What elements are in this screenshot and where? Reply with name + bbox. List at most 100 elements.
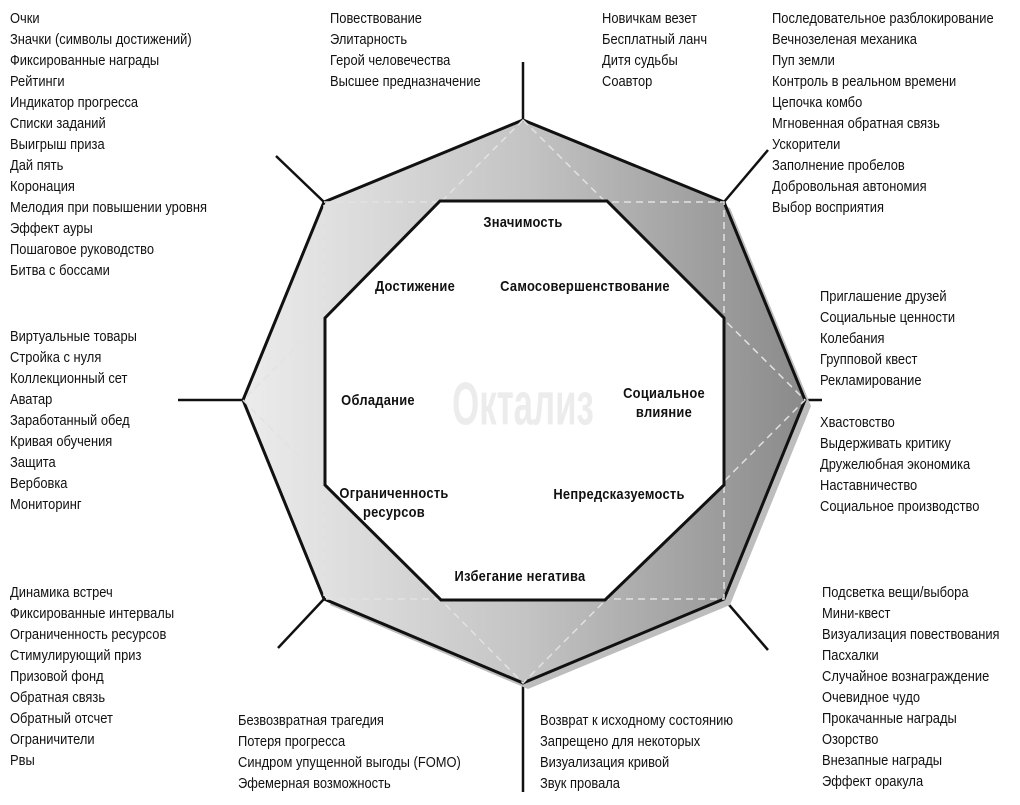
- list-item: Битва с боссами: [10, 262, 110, 279]
- list-item: Групповой квест: [820, 351, 918, 368]
- list-item: Выигрыш приза: [10, 136, 105, 153]
- spokes: [178, 62, 822, 792]
- list-item: Приглашение друзей: [820, 288, 947, 305]
- list-item: Ограничители: [10, 731, 95, 748]
- list-item: Очевидное чудо: [822, 689, 921, 706]
- list-item: Эфемерная возможность: [238, 775, 391, 792]
- drive-scarcity-line1: Ограниченность: [339, 485, 449, 502]
- list-item: Случайное вознаграждение: [822, 668, 990, 685]
- list-item: Рейтинги: [10, 73, 65, 90]
- list-item: Выдерживать критику: [820, 435, 951, 452]
- list-item: Стимулирующий приз: [10, 647, 142, 664]
- list-item: Списки заданий: [10, 115, 106, 132]
- list-item: Коллекционный сет: [10, 370, 128, 387]
- list-item: Выбор восприятия: [772, 199, 884, 216]
- drive-empowerment: Самосовершенствование: [500, 278, 670, 295]
- list-item: Динамика встреч: [10, 584, 113, 601]
- list-item: Колебания: [820, 330, 885, 347]
- list-item: Коронация: [10, 178, 75, 195]
- list-item: Пасхалки: [822, 647, 879, 664]
- list-item: Подсветка вещи/выбора: [822, 584, 969, 601]
- list-item: Соавтор: [602, 73, 653, 90]
- inner-octagon: [323, 199, 726, 602]
- list-item: Последовательное разблокирование: [772, 10, 994, 27]
- list-item: Высшее предназначение: [330, 73, 481, 90]
- drive-social-line2: влияние: [635, 404, 693, 421]
- list-item: Возврат к исходному состоянию: [540, 712, 734, 729]
- list-item: Призовой фонд: [10, 668, 104, 685]
- drive-social-influence: Социальное влияние: [623, 384, 705, 422]
- list-item: Очки: [10, 10, 40, 27]
- list-item: Бесплатный ланч: [602, 31, 708, 48]
- list-item: Дай пять: [10, 157, 64, 174]
- list-item: Заработанный обед: [10, 412, 130, 429]
- list-item: Дружелюбная экономика: [820, 456, 971, 473]
- list-item: Виртуальные товары: [10, 328, 137, 345]
- list-item: Эффект оракула: [822, 773, 924, 790]
- list-item: Индикатор прогресса: [10, 94, 139, 111]
- list-item: Внезапные награды: [822, 752, 943, 769]
- list-item: Дитя судьбы: [602, 52, 678, 69]
- list-item: Социальные ценности: [820, 309, 956, 326]
- list-item: Фиксированные награды: [10, 52, 160, 69]
- list-item: Добровольная автономия: [772, 178, 927, 195]
- list-item: Цепочка комбо: [772, 94, 863, 111]
- drive-scarcity-line2: ресурсов: [362, 504, 425, 521]
- list-item: Прокачанные награды: [822, 710, 957, 727]
- list-item: Запрещено для некоторых: [540, 733, 701, 750]
- list-item: Ограниченность ресурсов: [10, 626, 167, 643]
- list-item: Элитарность: [330, 31, 408, 48]
- list-item: Кривая обучения: [10, 433, 113, 450]
- drive-accomplishment: Достижение: [374, 278, 456, 295]
- list-item: Мгновенная обратная связь: [772, 115, 940, 132]
- list-item: Озорство: [822, 731, 879, 748]
- drive-ownership: Обладание: [341, 392, 415, 409]
- list-item: Обратный отсчет: [10, 710, 113, 727]
- list-item: Значки (символы достижений): [10, 31, 192, 48]
- list-item: Наставничество: [820, 477, 918, 494]
- list-item: Мини-квест: [822, 605, 891, 622]
- list-item: Эффект ауры: [10, 220, 93, 237]
- list-item: Новичкам везет: [602, 10, 697, 27]
- list-item: Социальное производство: [820, 498, 980, 515]
- list-item: Мониторинг: [10, 496, 82, 513]
- list-item: Рвы: [10, 752, 35, 769]
- drive-social-line1: Социальное: [623, 385, 705, 402]
- list-item: Ускорители: [772, 136, 841, 153]
- list-item: Безвозвратная трагедия: [238, 712, 384, 729]
- list-item: Стройка с нуля: [10, 349, 102, 366]
- list-item: Защита: [10, 454, 56, 471]
- list-item: Повествование: [330, 10, 422, 27]
- list-item: Пошаговое руководство: [10, 241, 155, 258]
- list-item: Контроль в реальном времени: [772, 73, 957, 90]
- list-item: Обратная связь: [10, 689, 106, 706]
- list-item: Визуализация кривой: [540, 754, 670, 771]
- list-item: Рекламирование: [820, 372, 922, 389]
- list-item: Аватар: [10, 391, 53, 408]
- list-item: Фиксированные интервалы: [10, 605, 175, 622]
- list-item: Вечнозеленая механика: [772, 31, 917, 48]
- list-item: Хвастовство: [820, 414, 895, 431]
- drive-avoidance: Избегание негатива: [454, 568, 586, 585]
- list-item: Потеря прогресса: [238, 733, 346, 750]
- drive-unpredictability: Непредсказуемость: [553, 486, 685, 503]
- list-item: Мелодия при повышении уровня: [10, 199, 208, 216]
- list-item: Герой человечества: [330, 52, 451, 69]
- drive-scarcity: Ограниченность ресурсов: [339, 484, 448, 522]
- list-item: Звук провала: [540, 775, 620, 792]
- list-item: Визуализация повествования: [822, 626, 1000, 643]
- list-item: Вербовка: [10, 475, 68, 492]
